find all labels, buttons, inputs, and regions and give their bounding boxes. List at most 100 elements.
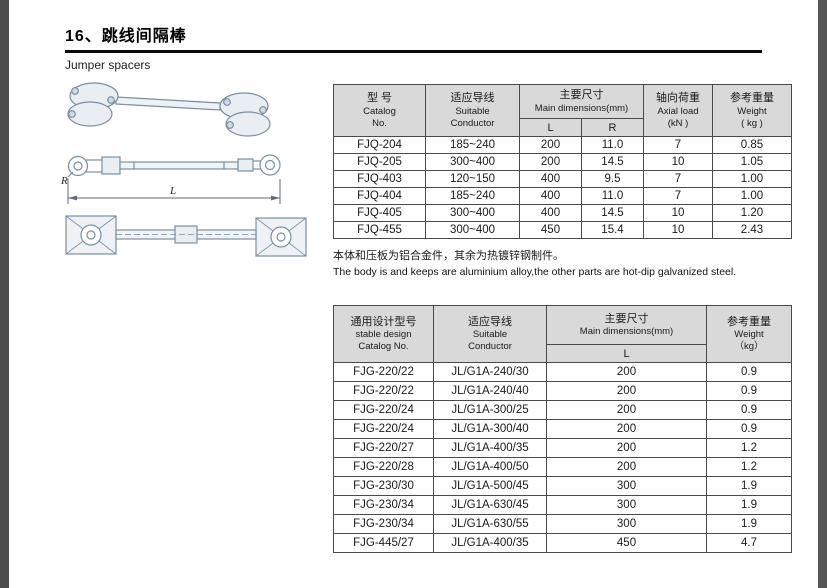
th-suitable-conductor: 适应导线 Suitable Conductor [433, 305, 547, 363]
material-note-cn: 本体和压板为铝合金件，其余为热镀锌钢制件。 [333, 250, 564, 262]
header-text: Conductor [468, 341, 512, 353]
table-cell: 9.5 [581, 170, 644, 188]
table-cell: 7 [643, 187, 713, 205]
table-cell: FJQ-403 [333, 170, 426, 188]
table-cell: FJG-220/22 [333, 381, 434, 401]
spacer-side-drawing [67, 154, 281, 178]
header-text: stable design [355, 329, 412, 341]
title-rule [65, 50, 762, 53]
table-cell: 1.9 [706, 476, 792, 496]
table-cell: JL/G1A-240/40 [433, 381, 547, 401]
table-cell: 200 [519, 136, 582, 154]
table-cell: JL/G1A-630/45 [433, 495, 547, 515]
table-cell: 1.00 [712, 187, 792, 205]
dimension-label-r: R [60, 175, 68, 187]
header-text: 适应导线 [450, 92, 495, 105]
header-text: （kg） [734, 341, 764, 353]
page-title: 16、跳线间隔棒 [65, 28, 187, 45]
header-text: 主要尺寸 [559, 89, 604, 102]
table-cell: 450 [519, 221, 582, 239]
table-cell: FJQ-204 [333, 136, 426, 154]
page-edge-right [818, 0, 827, 588]
table-cell: 300 [546, 476, 707, 496]
table-cell: 300~400 [425, 204, 520, 222]
table-cell: FJG-220/27 [333, 438, 434, 458]
jumper-spacer-drawings: R L [60, 82, 307, 257]
table-cell: 400 [519, 170, 582, 188]
table-cell: 1.2 [706, 457, 792, 477]
table-cell: 200 [546, 457, 707, 477]
th-weight: 参考重量 Weight （kg） [706, 305, 792, 363]
table-cell: JL/G1A-240/30 [433, 362, 547, 382]
table-cell: FJG-230/34 [333, 495, 434, 515]
table-cell: 10 [643, 204, 713, 222]
table-cell: 1.9 [706, 495, 792, 515]
table-cell: 300 [546, 495, 707, 515]
table-cell: FJQ-205 [333, 153, 426, 171]
material-note: 本体和压板为铝合金件，其余为热镀锌钢制件。 The body is and ke… [333, 249, 803, 280]
table-cell: 200 [519, 153, 582, 171]
table-cell: FJG-230/34 [333, 514, 434, 534]
header-text: 主要尺寸 [604, 312, 649, 325]
header-text: Main dimensions(mm) [579, 326, 674, 338]
header-text: Axial load [657, 105, 699, 117]
table-cell: 200 [546, 438, 707, 458]
table-cell: FJQ-455 [333, 221, 426, 239]
table-cell: FJG-445/27 [333, 533, 434, 553]
th-dim-l: L [546, 344, 707, 363]
spacer-plan-drawing [65, 215, 307, 257]
header-text: Suitable [472, 329, 508, 341]
header-text: 参考重量 [730, 92, 774, 105]
th-catalog-no: 型 号 Catalog No. [333, 84, 426, 137]
header-text: 适应导线 [468, 315, 512, 328]
table-cell: 10 [643, 153, 713, 171]
table-cell: 1.9 [706, 514, 792, 534]
header-text: 轴向荷重 [656, 92, 700, 105]
table-cell: 0.9 [706, 381, 792, 401]
header-text: Catalog [363, 105, 396, 117]
table-cell: 450 [546, 533, 707, 553]
table-cell: 1.20 [712, 204, 792, 222]
table-cell: FJG-220/22 [333, 362, 434, 382]
th-main-dimensions: 主要尺寸 Main dimensions(mm) [546, 305, 707, 345]
table-cell: FJG-230/30 [333, 476, 434, 496]
table-cell: JL/G1A-400/50 [433, 457, 547, 477]
table-cell: 0.9 [706, 400, 792, 420]
th-suitable-conductor: 适应导线 Suitable Conductor [425, 84, 520, 137]
table-cell: 200 [546, 381, 707, 401]
table-cell: 7 [643, 136, 713, 154]
table-cell: 200 [546, 400, 707, 420]
table-cell: FJG-220/24 [333, 400, 434, 420]
header-text: 型 号 [366, 92, 393, 105]
table-cell: FJG-220/24 [333, 419, 434, 439]
table-cell: 200 [546, 362, 707, 382]
page-subtitle: Jumper spacers [65, 58, 151, 72]
header-text: Suitable [455, 105, 490, 117]
material-note-en: The body is and keeps are aluminium allo… [333, 265, 737, 278]
dimension-line-l [67, 179, 281, 204]
table-cell: 200 [546, 419, 707, 439]
table-cell: 15.4 [581, 221, 644, 239]
table-fjq: 型 号 Catalog No. 适应导线 Suitable Conductor … [333, 84, 792, 239]
table-cell: 0.9 [706, 419, 792, 439]
table-cell: FJQ-405 [333, 204, 426, 222]
table-cell: JL/G1A-300/40 [433, 419, 547, 439]
table-cell: 1.00 [712, 170, 792, 188]
table-cell: 300~400 [425, 221, 520, 239]
page-edge-left [0, 0, 9, 588]
table-cell: 400 [519, 187, 582, 205]
th-weight: 参考重量 Weight ( kg ) [712, 84, 792, 137]
